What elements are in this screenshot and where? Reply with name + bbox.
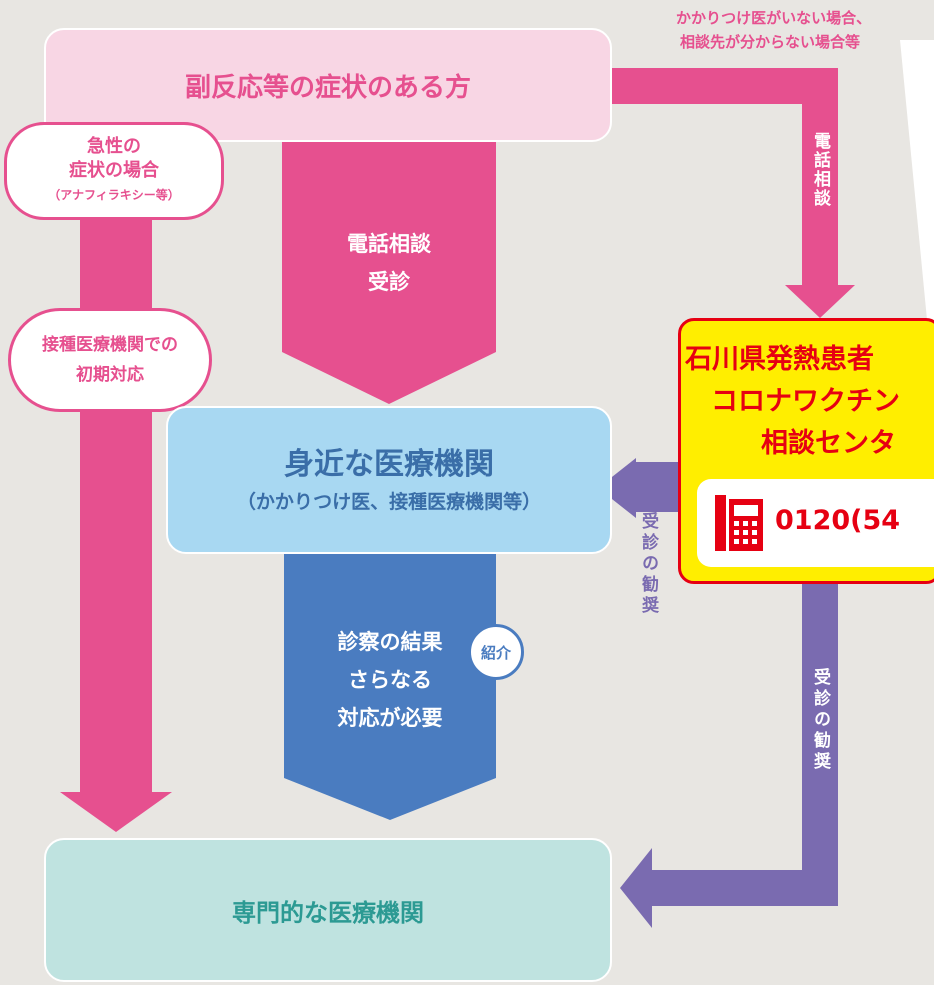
phone-icon [715, 495, 763, 551]
consultation-center-box: 石川県発熱患者 コロナワクチン 相談センタ 0120(54 [678, 318, 934, 584]
initial-line2: 初期対応 [76, 365, 144, 385]
acute-arrow [60, 205, 172, 832]
referral-label: 紹介 [480, 643, 511, 662]
phone-consult-connector [610, 68, 855, 318]
acute-bubble: 急性の 症状の場合 （アナフィラキシー等） [4, 122, 224, 220]
recommend-arrow-2 [620, 570, 838, 928]
exam-line2: さらなる [348, 668, 432, 692]
top-note: かかりつけ医がいない場合、 相談先が分からない場合等 [676, 6, 934, 54]
initial-response-bubble: 接種医療機関での 初期対応 [8, 308, 212, 412]
white-wedge [900, 40, 934, 330]
acute-line2: 症状の場合 [69, 160, 159, 181]
phone-consult-label: 電話相談 受診 [282, 218, 496, 308]
nearby-sub: （かかりつけ医、接種医療機関等） [236, 491, 542, 513]
exam-line3: 対応が必要 [337, 706, 443, 730]
top-note-line1: かかりつけ医がいない場合、 [676, 9, 872, 27]
acute-sub: （アナフィラキシー等） [48, 188, 180, 202]
specialist-box: 専門的な医療機関 [44, 838, 612, 982]
exam-label: 診察の結果 さらなる 対応が必要 [284, 618, 496, 742]
phone-consult-vertical: 電話相談 [810, 132, 830, 208]
initial-line1: 接種医療機関での [42, 335, 178, 355]
specialist-label: 専門的な医療機関 [232, 898, 424, 927]
center-line3: 相談センタ [761, 428, 896, 459]
recommend-text-2: 受診の勧奨 [810, 668, 830, 773]
acute-line1: 急性の [87, 136, 141, 157]
recommend-text-1: 受診の勧奨 [638, 512, 658, 617]
exam-arrow-shape [284, 552, 496, 820]
phone-row: 0120(54 [697, 479, 934, 567]
symptom-box-label: 副反応等の症状のある方 [184, 72, 471, 103]
exam-line1: 診察の結果 [337, 630, 443, 654]
center-line2: コロナワクチン [711, 386, 900, 417]
phone-number: 0120(54 [775, 505, 901, 536]
phone-consult-arrow-shape [282, 142, 496, 404]
nearby-title: 身近な医療機関 [284, 447, 494, 482]
referral-badge: 紹介 [468, 624, 524, 680]
nearby-clinic-box: 身近な医療機関 （かかりつけ医、接種医療機関等） [166, 406, 612, 554]
phone-consult-line2: 受診 [368, 270, 410, 294]
center-line1: 石川県発熱患者 [685, 344, 874, 375]
recommend-arrow-1 [598, 458, 690, 518]
top-note-line2: 相談先が分からない場合等 [680, 33, 861, 51]
phone-consult-line1: 電話相談 [347, 232, 431, 256]
